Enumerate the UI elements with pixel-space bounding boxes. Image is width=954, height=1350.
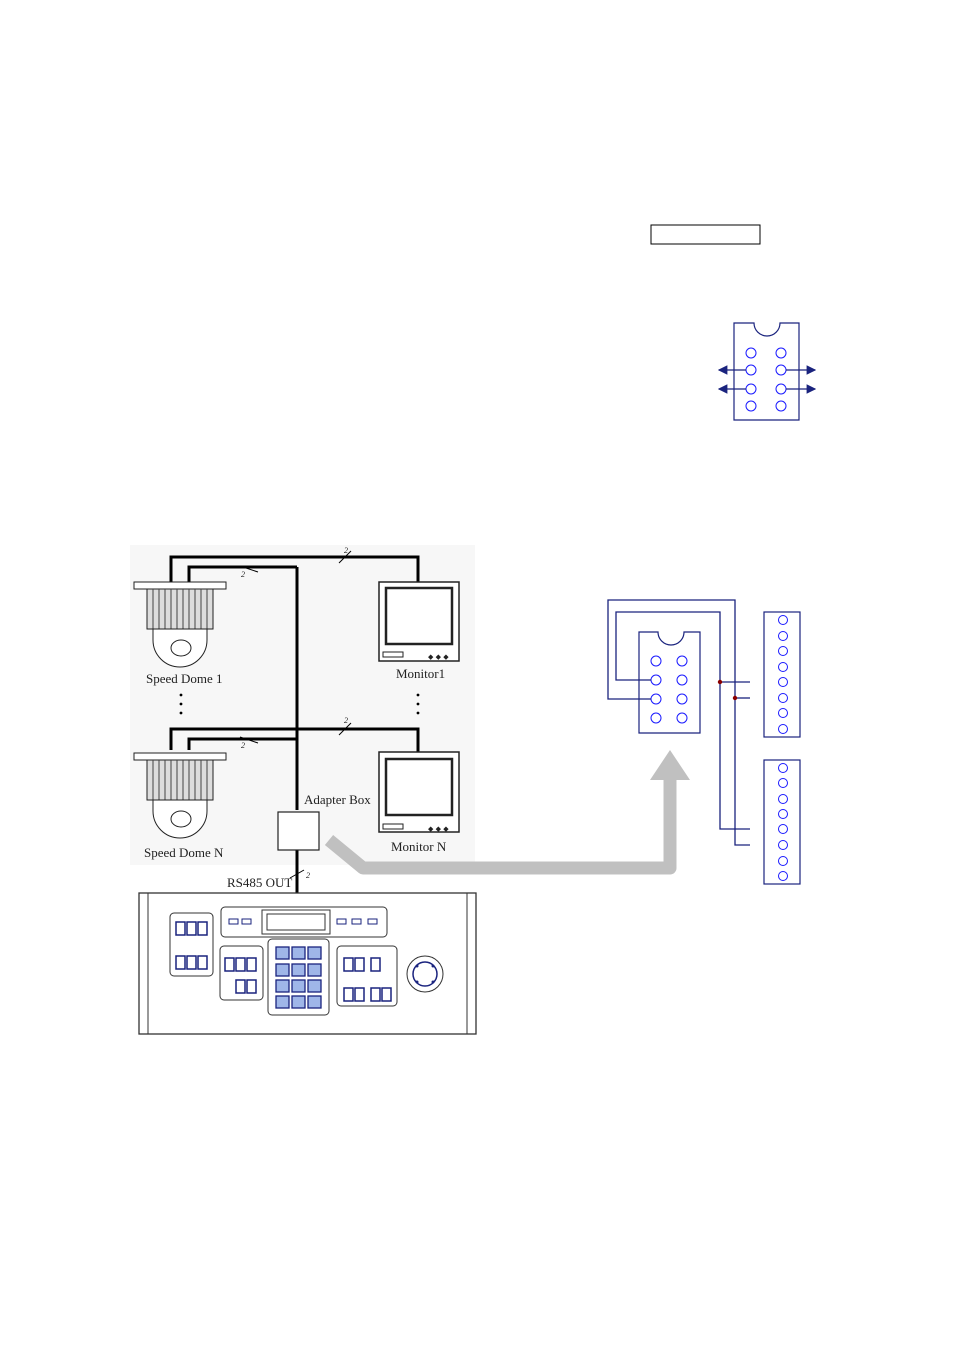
connector-top	[719, 323, 815, 420]
monitor-n-label: Monitor N	[391, 839, 447, 854]
wire-count-5: 2	[306, 871, 310, 880]
speed-dome-1-label: Speed Dome 1	[146, 671, 223, 686]
wire-count-4: 2	[241, 741, 245, 750]
wire-count-3: 2	[344, 716, 348, 725]
monitor-1-icon: ◆ ◆ ◆	[379, 582, 459, 661]
monitor-1-label: Monitor1	[396, 666, 445, 681]
svg-text:◆ ◆ ◆: ◆ ◆ ◆	[428, 825, 449, 833]
blank-label-box	[651, 225, 760, 244]
monitor-n-icon: ◆ ◆ ◆	[379, 752, 459, 833]
rs485-out-label: RS485 OUT	[227, 875, 292, 890]
speed-dome-n-label: Speed Dome N	[144, 845, 224, 860]
svg-text:◆ ◆ ◆: ◆ ◆ ◆	[428, 653, 449, 661]
keyboard-controller	[139, 893, 476, 1034]
wire-count-2: 2	[241, 570, 245, 579]
adapter-wiring-detail	[608, 600, 800, 884]
adapter-box	[278, 812, 319, 850]
adapter-box-label: Adapter Box	[304, 792, 371, 807]
wire-count-1: 2	[344, 546, 348, 555]
